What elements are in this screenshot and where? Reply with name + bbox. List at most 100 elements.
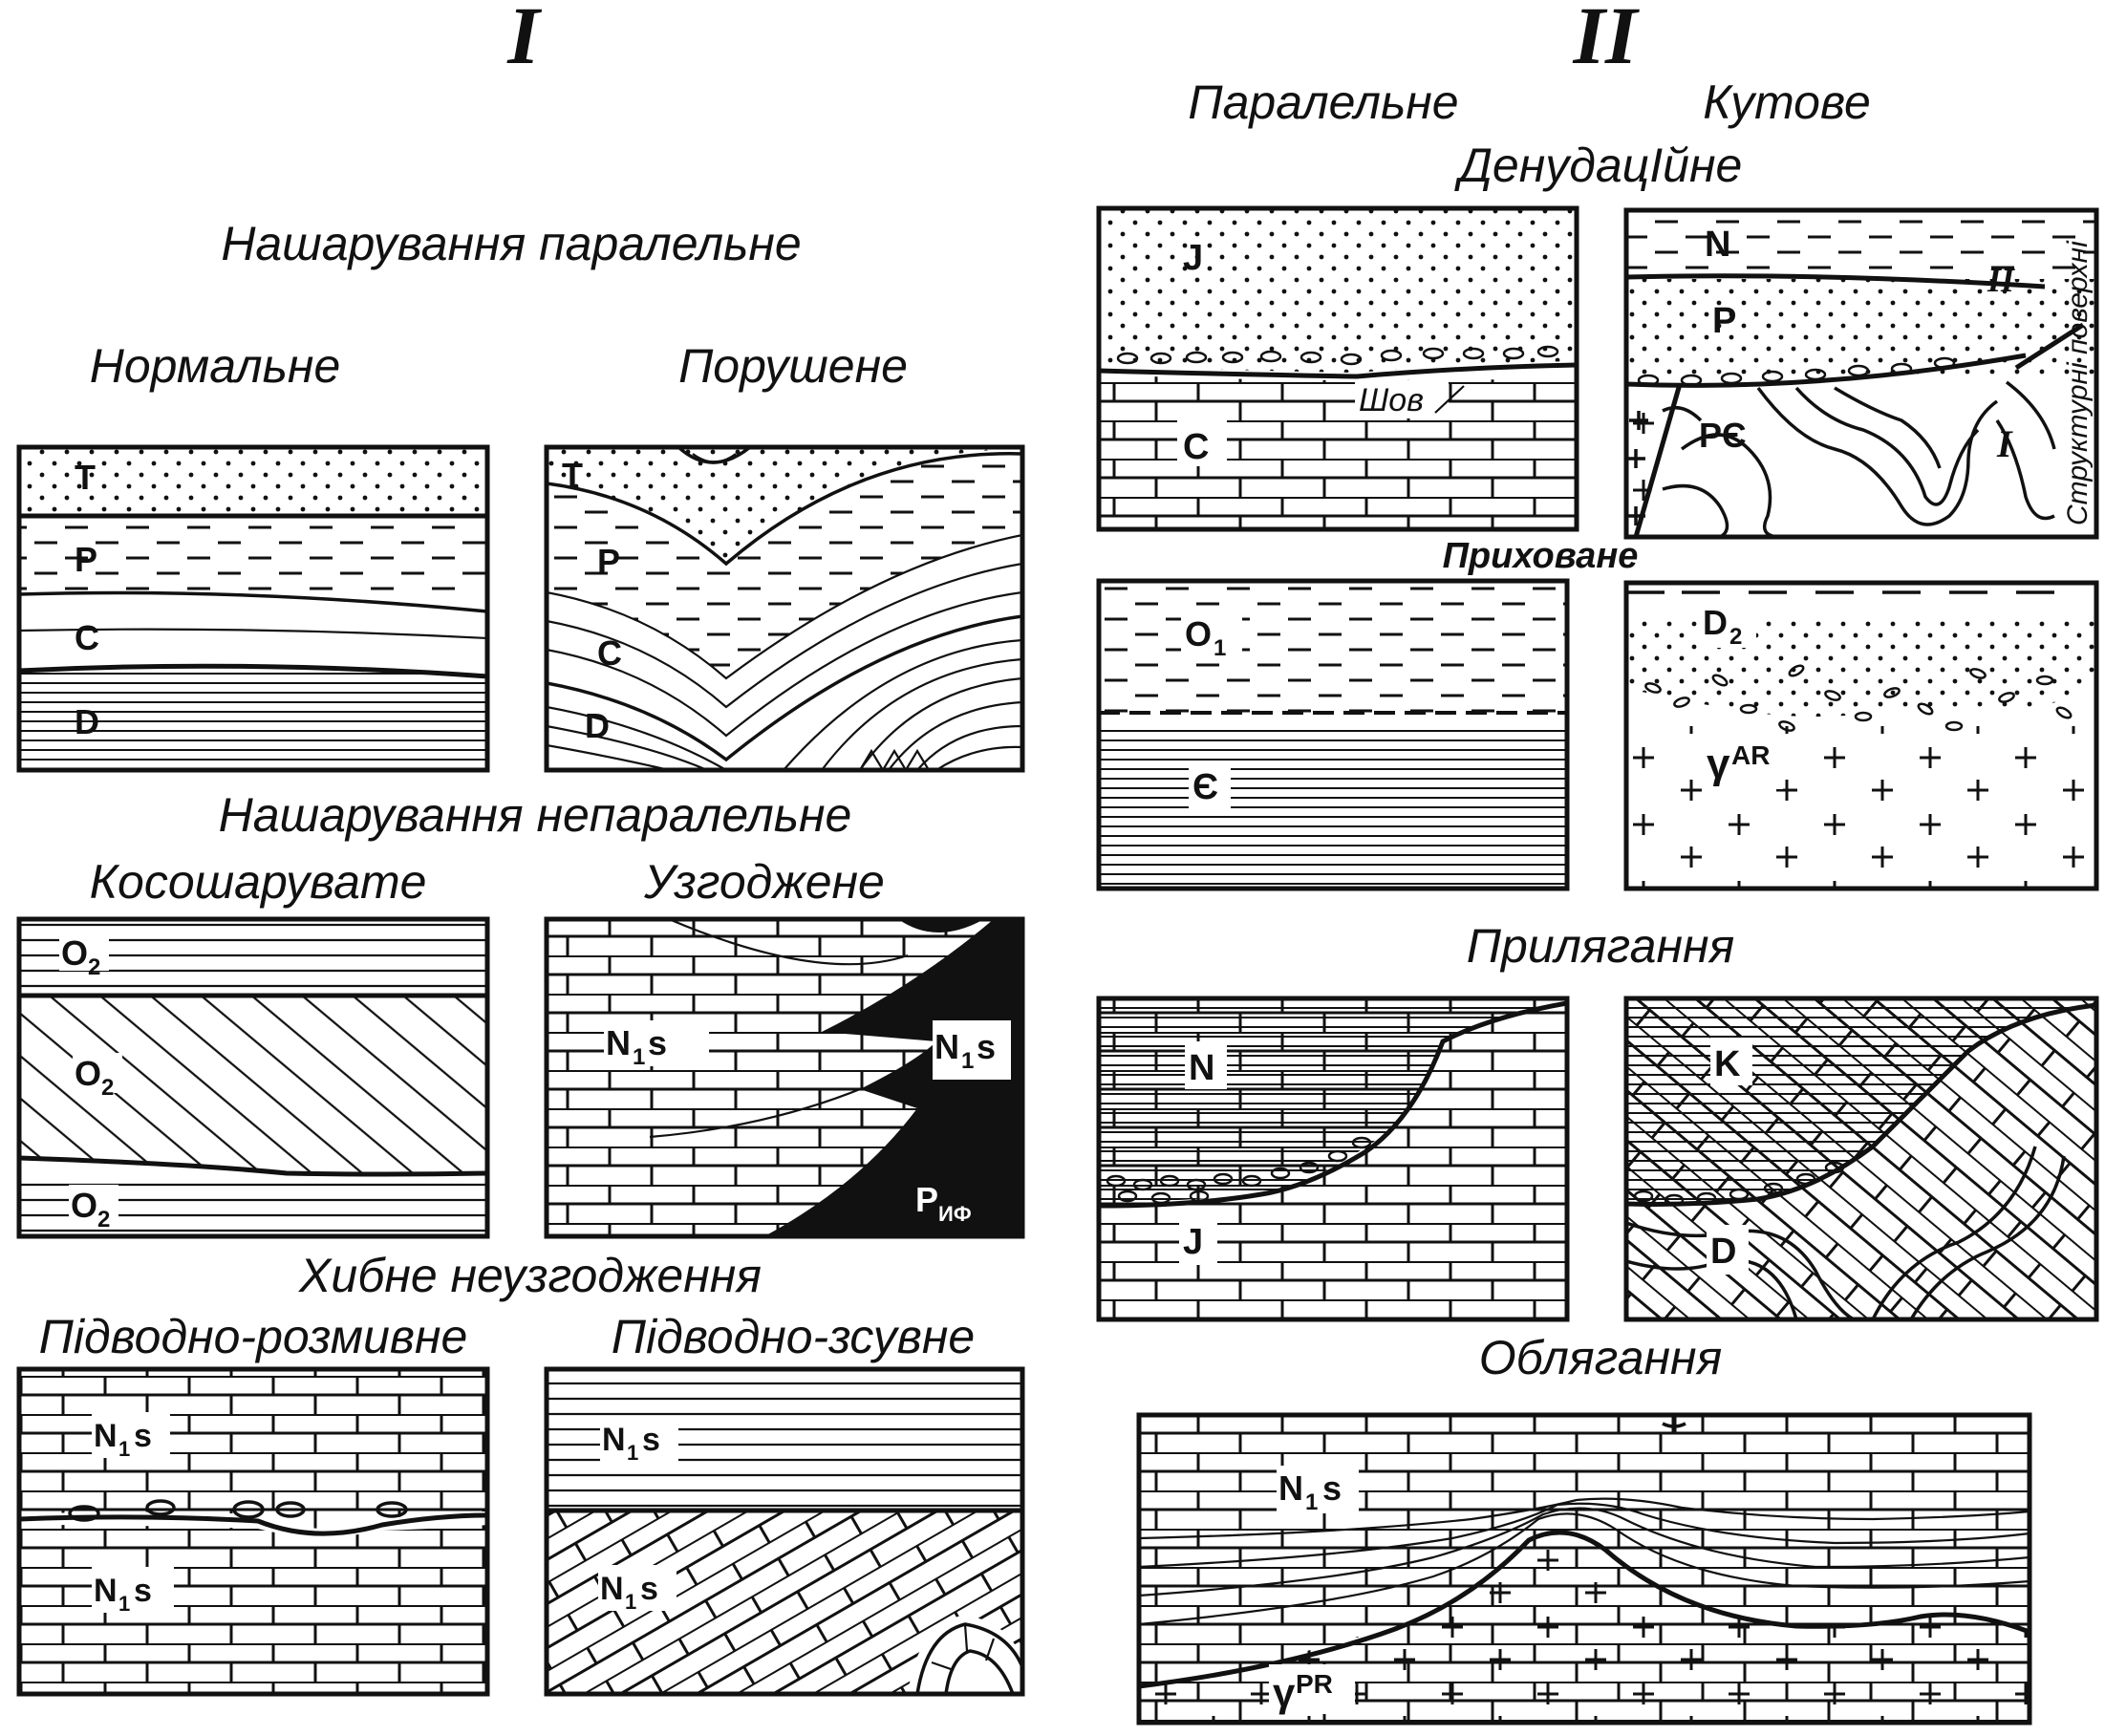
svg-text:N: N [94,1573,118,1609]
svg-text:s: s [134,1573,152,1609]
svg-text:1: 1 [961,1048,974,1074]
label-N1s-conformable-left: N 1 s [604,1020,709,1070]
label-PE: PЄ [1699,416,1747,455]
svg-text:J: J [1183,1222,1203,1262]
title-angular: Кутове [1703,75,1871,129]
svg-text:s: s [1322,1468,1342,1508]
svg-text:γ: γ [1707,740,1730,787]
svg-text:O: O [71,1186,97,1225]
label-C-parallel: C [1177,418,1227,467]
label-C-normal: C [75,618,99,657]
panel-onlap-right [1626,998,2096,1319]
label-P-disturbed: P [597,542,620,581]
section-I-heading: I [506,0,542,81]
svg-text:N: N [1278,1468,1303,1508]
svg-text:D: D [1703,603,1728,642]
label-D2: D 2 [1699,600,1756,650]
panel-underwater-erosional [19,1369,487,1694]
label-P-normal: P [75,540,97,579]
label-N1s-slump-bottom: N 1 s [598,1565,677,1614]
svg-text:s: s [640,1571,658,1607]
svg-text:2: 2 [97,1207,110,1232]
svg-text:N: N [602,1422,626,1458]
svg-text:1: 1 [118,1437,130,1461]
title-disturbed: Порушене [678,339,908,393]
label-C-disturbed: C [597,633,622,673]
svg-text:C: C [1183,427,1209,467]
svg-text:O: O [1185,614,1212,654]
label-N1s-erosional-bottom: N 1 s [92,1567,174,1616]
title-parallel: Паралельне [1188,75,1458,129]
label-O2-bottom: O 2 [69,1185,118,1232]
svg-text:s: s [648,1023,667,1062]
svg-text:N: N [600,1571,624,1607]
label-O2-top: O 2 [59,932,109,980]
svg-text:γ: γ [1273,1670,1296,1715]
label-N1s-conformable-right: N 1 s [933,1020,1011,1080]
svg-text:1: 1 [1214,635,1226,661]
label-roman-II-surface: II [1987,261,2016,299]
label-shov: Шов [1355,380,1465,418]
svg-text:N: N [94,1418,118,1454]
label-O2-mid: O 2 [73,1053,122,1101]
svg-text:1: 1 [118,1592,130,1616]
svg-text:Шов: Шов [1359,382,1424,418]
svg-text:D: D [1710,1232,1736,1272]
svg-text:1: 1 [633,1044,645,1070]
label-O1: O 1 [1181,611,1242,661]
svg-text:s: s [642,1422,660,1458]
title-cross-bedded: Косошарувате [90,855,427,909]
svg-text:K: K [1714,1044,1741,1084]
panel-hidden-right [1626,583,2096,889]
svg-text:ИФ: ИФ [938,1202,972,1226]
label-P-if: P ИФ [915,1180,972,1226]
svg-text:s: s [977,1027,996,1066]
svg-text:1: 1 [627,1441,638,1465]
label-P-angular: P [1712,301,1736,341]
svg-text:P: P [915,1180,938,1219]
title-conformable: Узгоджене [643,855,885,909]
title-onlap: Прилягання [1467,919,1734,973]
title-underwater-slump: Підводно-зсувне [612,1310,975,1363]
label-gamma-PR: γ PR [1269,1664,1355,1715]
label-N1s-overlap: N 1 s [1277,1466,1359,1515]
svg-text:2: 2 [1729,624,1742,650]
svg-text:N: N [1189,1048,1214,1088]
label-D-onlap: D [1707,1225,1749,1275]
title-overlap: Облягання [1479,1331,1722,1384]
title-false-unconformity: Хибне неузгодження [298,1249,762,1302]
label-structural-surfaces: Структурні поверхні [2062,240,2094,525]
svg-text:N: N [934,1027,959,1066]
label-D-disturbed: D [585,706,610,745]
label-K-onlap: K [1710,1038,1752,1085]
panel-angular-denudational [1626,210,2096,537]
svg-text:s: s [134,1418,152,1454]
title-underwater-erosional: Підводно-розмивне [39,1310,468,1363]
svg-text:Є: Є [1192,767,1218,807]
label-N1s-slump-top: N 1 s [600,1416,678,1465]
panel-hidden-left [1099,581,1567,889]
label-N-angular: N [1705,225,1730,265]
label-J-onlap: J [1179,1215,1217,1265]
label-gamma-AR: γ AR [1703,734,1783,789]
label-J-parallel: J [1183,238,1203,278]
label-N1s-erosional-top: N 1 s [92,1412,170,1461]
svg-text:O: O [61,933,88,973]
svg-text:2: 2 [101,1075,114,1101]
label-N-onlap: N [1185,1041,1227,1089]
panel-parallel-denudational [1099,208,1577,529]
panel-disturbed [547,447,1022,770]
label-D-normal: D [75,702,99,741]
title-denudational: ДенудацІйне [1454,139,1743,192]
panel-normal [19,447,487,770]
svg-text:1: 1 [1305,1490,1318,1515]
svg-text:2: 2 [88,954,100,980]
section-II-heading: II [1573,0,1640,81]
panel-onlap-left [1099,998,1567,1319]
label-roman-I-surface: I [1996,422,2013,465]
svg-text:1: 1 [625,1590,636,1614]
svg-text:N: N [606,1023,631,1062]
svg-text:PR: PR [1296,1669,1333,1699]
svg-text:AR: AR [1731,740,1770,770]
title-parallel-bedding: Нашарування паралельне [221,217,801,270]
